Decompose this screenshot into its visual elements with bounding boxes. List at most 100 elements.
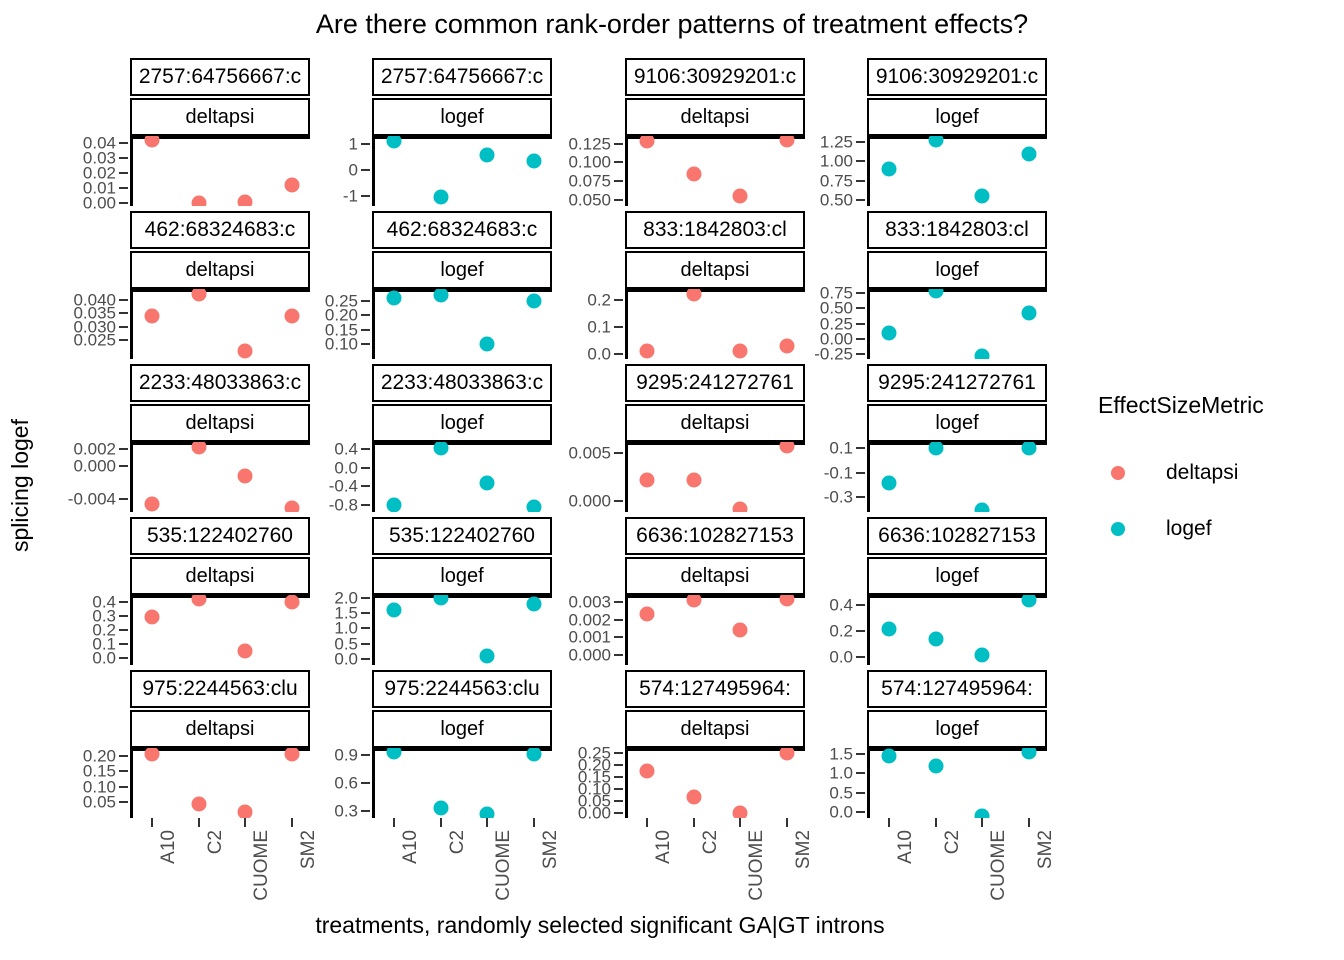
y-tick-mark [361, 343, 370, 346]
legend-title: EffectSizeMetric [1098, 392, 1264, 418]
plot-panel [372, 136, 552, 206]
y-tick-label: 0.100 [568, 152, 611, 172]
y-tick-label: 0.4 [92, 592, 116, 612]
plot-panel [130, 748, 310, 818]
facet-strip-metric-label: logef [935, 411, 979, 434]
data-point [144, 609, 160, 625]
y-tick-label: 0.1 [829, 438, 853, 458]
x-tick-mark [151, 818, 153, 827]
facet-strip-metric-label: logef [935, 564, 979, 587]
panel-border [372, 595, 375, 665]
data-point [639, 606, 655, 622]
panel-border [867, 748, 870, 818]
y-tick-label: 0.75 [819, 283, 853, 303]
y-tick-mark [614, 812, 623, 815]
facet-strip-intron: 833:1842803:cl [867, 211, 1047, 249]
y-tick-mark [856, 752, 865, 755]
legend-item[interactable]: deltapsi [1098, 445, 1338, 501]
legend-key-deltapsi [1098, 466, 1138, 480]
data-point [974, 188, 990, 204]
facet-strip-intron: 833:1842803:cl [625, 211, 805, 249]
y-tick-mark [361, 448, 370, 450]
legend-item[interactable]: logef [1098, 501, 1338, 557]
y-tick-label: 0.040 [73, 290, 116, 310]
y-axis-title-text: splicing logef [6, 418, 33, 552]
data-point [526, 293, 542, 309]
panel-border [867, 136, 870, 206]
x-tick-label: A10 [158, 830, 179, 864]
panel-border [372, 748, 552, 751]
facet-strip-intron-label: 2757:64756667:c [138, 65, 302, 88]
data-point [881, 161, 897, 177]
data-point [284, 748, 300, 762]
data-point [686, 472, 702, 488]
panel-border [867, 289, 1047, 292]
panel-border [867, 136, 1047, 139]
panel-border [867, 442, 870, 512]
y-tick-label: 2.0 [334, 588, 358, 608]
y-tick-label: 0.2 [829, 621, 853, 641]
facet-strip-intron-label: 975:2244563:clu [384, 677, 540, 700]
facet-strip-intron: 462:68324683:c [372, 211, 552, 249]
legend-dot-icon [1111, 466, 1125, 480]
y-tick-label: 0.00 [819, 329, 853, 349]
data-point [1021, 305, 1037, 321]
y-tick-mark [119, 801, 128, 804]
plot-panel [625, 595, 805, 665]
y-tick-mark [614, 352, 623, 355]
y-tick-label: 0.005 [568, 443, 611, 463]
plot-panel [625, 289, 805, 359]
y-tick-label: 0.2 [92, 620, 116, 640]
x-axis-title: treatments, randomly selected significan… [315, 912, 885, 938]
facet-strip-intron: 6636:102827153 [625, 517, 805, 555]
y-tick-mark [119, 202, 128, 205]
y-tick-label: 1.25 [819, 132, 853, 152]
facet-strip-intron-label: 574:127495964: [639, 677, 791, 700]
plot-panel [867, 289, 1047, 359]
facet-strip-metric-label: deltapsi [680, 564, 750, 587]
data-point [881, 475, 897, 491]
data-point [639, 136, 655, 149]
y-tick-label: 0.10 [82, 777, 116, 797]
data-point [144, 308, 160, 324]
y-tick-mark [119, 339, 128, 342]
facet-strip-intron-label: 462:68324683:c [386, 218, 538, 241]
data-point [433, 800, 449, 816]
data-point [479, 475, 495, 491]
data-point [974, 502, 990, 512]
x-tick-label: SM2 [540, 830, 561, 870]
facet-strip-metric-label: deltapsi [185, 105, 255, 128]
y-tick-mark [361, 328, 370, 331]
x-tick-label: A10 [400, 830, 421, 864]
y-tick-mark [856, 496, 865, 499]
plot-panel [867, 595, 1047, 665]
facet-strip-intron: 6636:102827153 [867, 517, 1047, 555]
y-tick-label: 0.035 [73, 303, 116, 323]
y-tick-mark [119, 464, 128, 467]
y-tick-label: 0 [348, 160, 358, 180]
y-tick-mark [361, 485, 370, 488]
y-tick-label: 0.4 [829, 595, 853, 615]
facet-strip-intron: 574:127495964: [625, 670, 805, 708]
page-title: Are there common rank-order patterns of … [315, 9, 1029, 39]
y-axis-title: splicing logef [2, 310, 38, 660]
data-point [526, 748, 542, 762]
y-tick-label: 1.0 [829, 763, 853, 783]
y-tick-label: 0.1 [587, 317, 611, 337]
legend-label: deltapsi [1166, 461, 1239, 484]
x-tick-label: CUOME [988, 830, 1010, 901]
panel-border [625, 442, 628, 512]
y-tick-mark [119, 142, 128, 145]
x-tick-mark [533, 818, 535, 827]
facet-strip-intron-label: 6636:102827153 [636, 524, 794, 547]
data-point [639, 343, 655, 359]
